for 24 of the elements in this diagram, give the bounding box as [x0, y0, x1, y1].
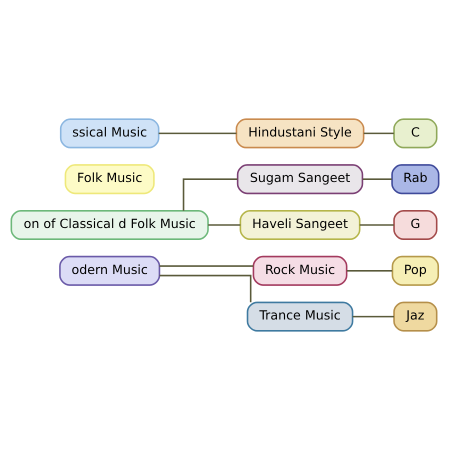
node-box: Sugam Sangeet [236, 164, 364, 194]
node-box: Jaz [393, 302, 438, 332]
connector [160, 274, 252, 302]
node-box: ssical Music [60, 118, 160, 148]
node-box: Haveli Sangeet [240, 210, 360, 240]
node-box: G [393, 210, 438, 240]
node-box: on of Classical d Folk Music [10, 210, 209, 240]
connector [362, 178, 392, 180]
node-box: C [393, 118, 438, 148]
node-box: odern Music [59, 256, 160, 286]
node-box: Rab [391, 164, 440, 194]
connector [360, 224, 394, 226]
connector [159, 265, 254, 267]
connector [182, 178, 238, 211]
connector [364, 132, 394, 134]
node-box: Hindustani Style [236, 118, 364, 148]
connector [346, 270, 392, 272]
connector [158, 132, 236, 134]
connector [352, 316, 394, 318]
node-box: Folk Music [64, 164, 155, 194]
node-box: Trance Music [246, 302, 354, 332]
node-box: Pop [392, 256, 440, 286]
node-box: Rock Music [252, 256, 348, 286]
connector [208, 224, 240, 226]
